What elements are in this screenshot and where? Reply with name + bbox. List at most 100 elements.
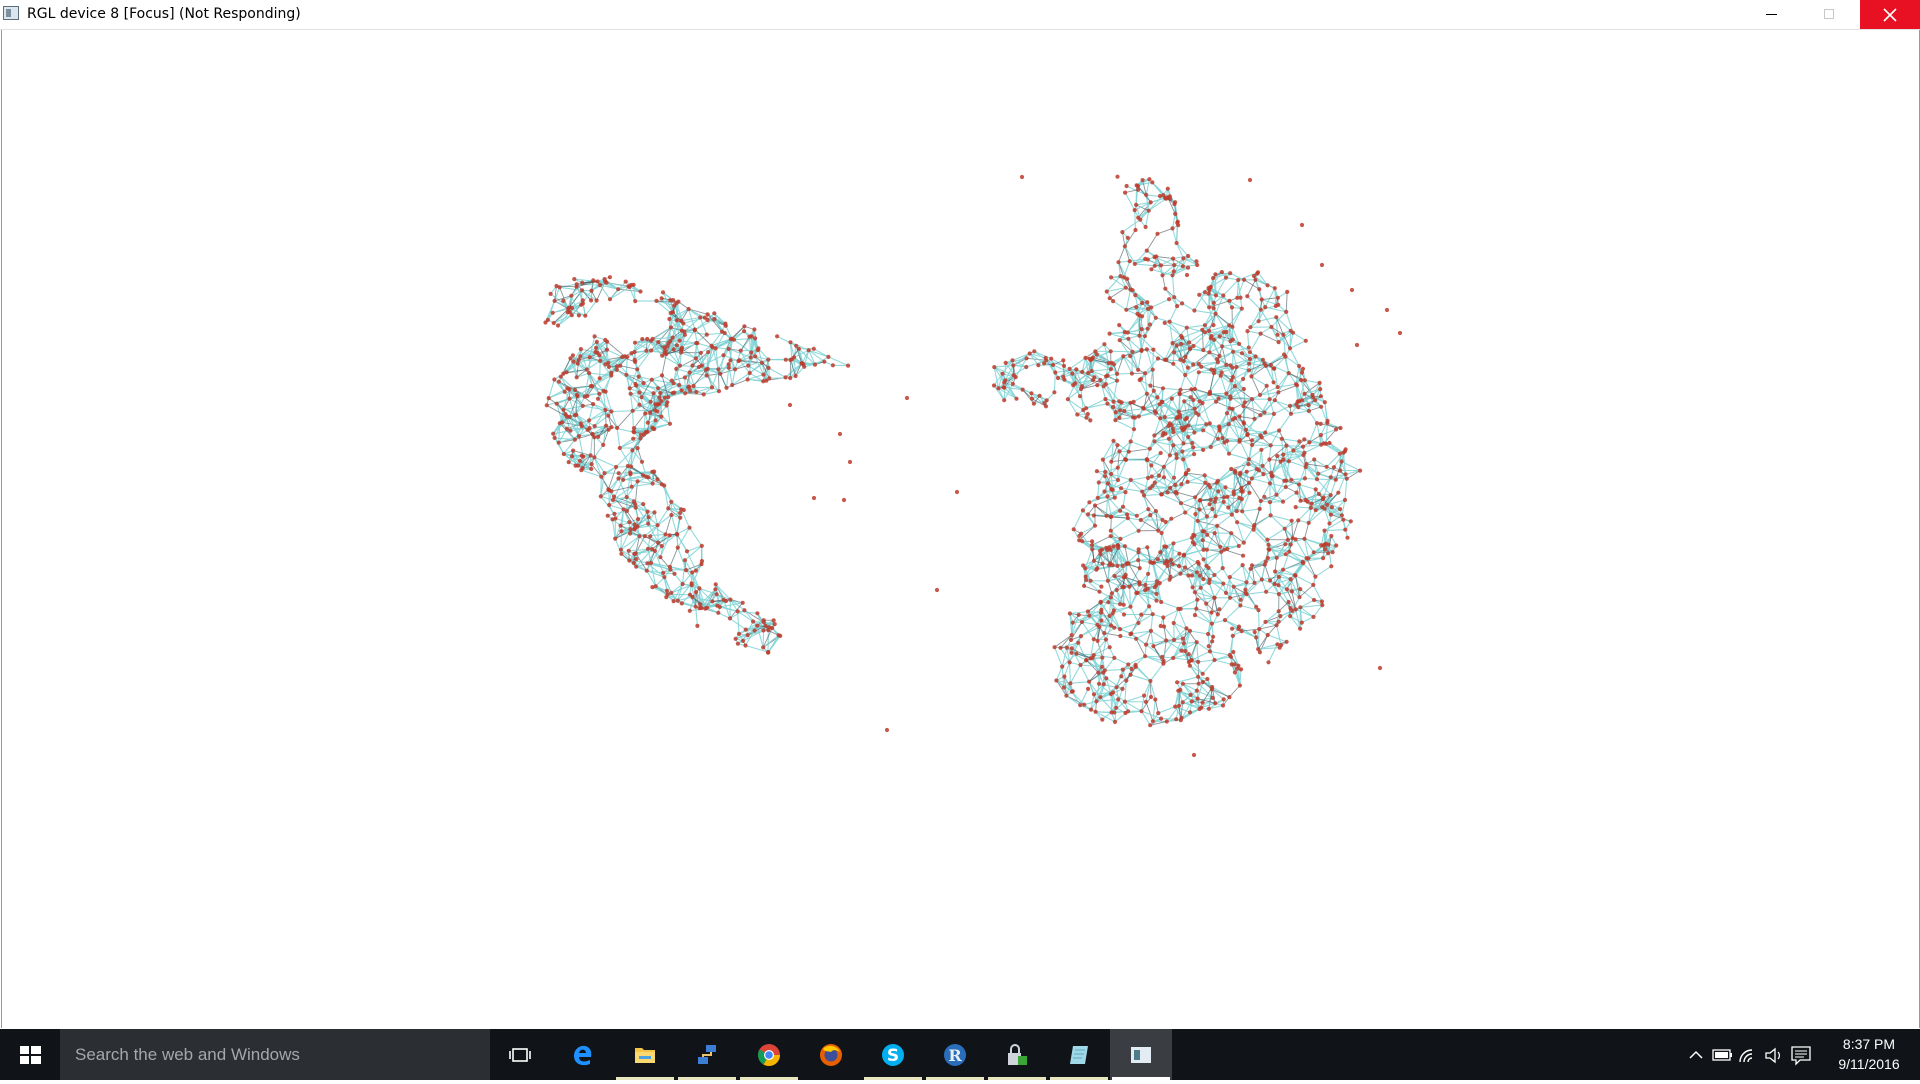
network-node xyxy=(727,362,731,366)
network-node xyxy=(646,522,650,526)
network-node xyxy=(603,277,607,281)
network-node xyxy=(705,333,709,337)
network-node xyxy=(646,547,650,551)
network-edge xyxy=(1173,214,1176,229)
network-node xyxy=(637,375,641,379)
network-node xyxy=(767,376,771,380)
network-edge xyxy=(1173,228,1177,243)
network-edge xyxy=(1105,670,1123,671)
network-node xyxy=(662,345,666,349)
network-edge xyxy=(549,392,565,398)
network-edge xyxy=(1305,380,1320,383)
network-node xyxy=(730,383,734,387)
network-node xyxy=(615,426,619,430)
network-node xyxy=(734,637,738,641)
network-node xyxy=(562,452,566,456)
network-edge xyxy=(1262,565,1265,580)
network-edge xyxy=(626,357,627,375)
network-edge xyxy=(1068,399,1083,410)
network-node xyxy=(694,590,698,594)
network-edge xyxy=(1121,531,1139,539)
network-node xyxy=(666,506,670,510)
network-edge xyxy=(585,301,596,316)
network-edge xyxy=(1206,550,1207,566)
network-node xyxy=(599,475,603,479)
network-node xyxy=(648,534,652,538)
network-edge xyxy=(1167,720,1181,721)
network-node xyxy=(643,534,647,538)
network-edge xyxy=(1229,454,1249,460)
network-node xyxy=(605,281,609,285)
title-bar[interactable]: RGL device 8 [Focus] (Not Responding) xyxy=(0,0,1920,30)
network-edge xyxy=(1146,702,1153,721)
network-node xyxy=(616,476,620,480)
network-edge xyxy=(1269,644,1278,662)
network-edge xyxy=(1135,264,1155,266)
network-node xyxy=(603,408,607,412)
network-edge xyxy=(1173,275,1175,297)
network-node xyxy=(646,510,650,514)
network-3d-plot[interactable] xyxy=(2,30,1919,1028)
network-node xyxy=(598,376,602,380)
network-edge xyxy=(1104,633,1120,636)
network-edge xyxy=(738,611,739,634)
network-node xyxy=(716,611,720,615)
rgl-canvas[interactable] xyxy=(1,30,1920,1028)
network-node xyxy=(690,570,694,574)
network-edge xyxy=(1314,605,1323,617)
network-node xyxy=(690,595,694,599)
network-node xyxy=(748,371,752,375)
network-edge xyxy=(1233,340,1250,353)
network-edge xyxy=(1181,375,1186,390)
network-node xyxy=(579,347,583,351)
network-edge xyxy=(1242,509,1260,511)
network-node xyxy=(712,317,716,321)
network-node xyxy=(736,609,740,613)
network-node xyxy=(609,489,613,493)
network-node xyxy=(583,314,587,318)
network-edge xyxy=(1215,660,1232,664)
network-edge xyxy=(1286,292,1287,312)
network-edge xyxy=(748,375,764,380)
network-node xyxy=(645,569,649,573)
network-edge xyxy=(1296,507,1311,508)
network-node xyxy=(755,624,759,628)
network-edge xyxy=(1303,563,1315,576)
network-edge xyxy=(1185,375,1195,389)
network-edge xyxy=(1144,494,1161,495)
network-edge xyxy=(1160,533,1161,552)
network-edge xyxy=(1230,565,1243,577)
network-node xyxy=(728,358,732,362)
close-button[interactable] xyxy=(1860,0,1920,29)
rgl-window: RGL device 8 [Focus] (Not Responding) xyxy=(0,0,1920,1029)
window-title: RGL device 8 [Focus] (Not Responding) xyxy=(27,6,301,22)
network-node xyxy=(565,386,569,390)
network-node xyxy=(680,601,684,605)
network-node xyxy=(628,527,632,531)
network-edge xyxy=(1151,299,1169,307)
network-edge xyxy=(1247,296,1261,310)
network-edge xyxy=(617,428,620,448)
network-node xyxy=(634,565,638,569)
network-node xyxy=(669,500,673,504)
network-edge xyxy=(1151,631,1166,641)
network-edge xyxy=(1315,566,1331,576)
network-edge xyxy=(1232,309,1241,327)
network-node xyxy=(654,299,658,303)
network-edge xyxy=(658,515,672,525)
network-node xyxy=(629,392,633,396)
network-node xyxy=(609,409,613,413)
network-edges xyxy=(546,179,1361,725)
network-node xyxy=(678,516,682,520)
network-node xyxy=(698,606,702,610)
minimize-button[interactable] xyxy=(1742,0,1800,29)
network-node xyxy=(572,277,576,281)
network-edge xyxy=(1054,373,1055,393)
network-edge xyxy=(1240,669,1241,685)
network-node xyxy=(551,432,555,436)
network-edge xyxy=(1119,246,1125,262)
network-node xyxy=(598,359,602,363)
maximize-button[interactable] xyxy=(1800,0,1858,29)
network-node xyxy=(633,299,637,303)
network-edge xyxy=(1134,394,1147,402)
